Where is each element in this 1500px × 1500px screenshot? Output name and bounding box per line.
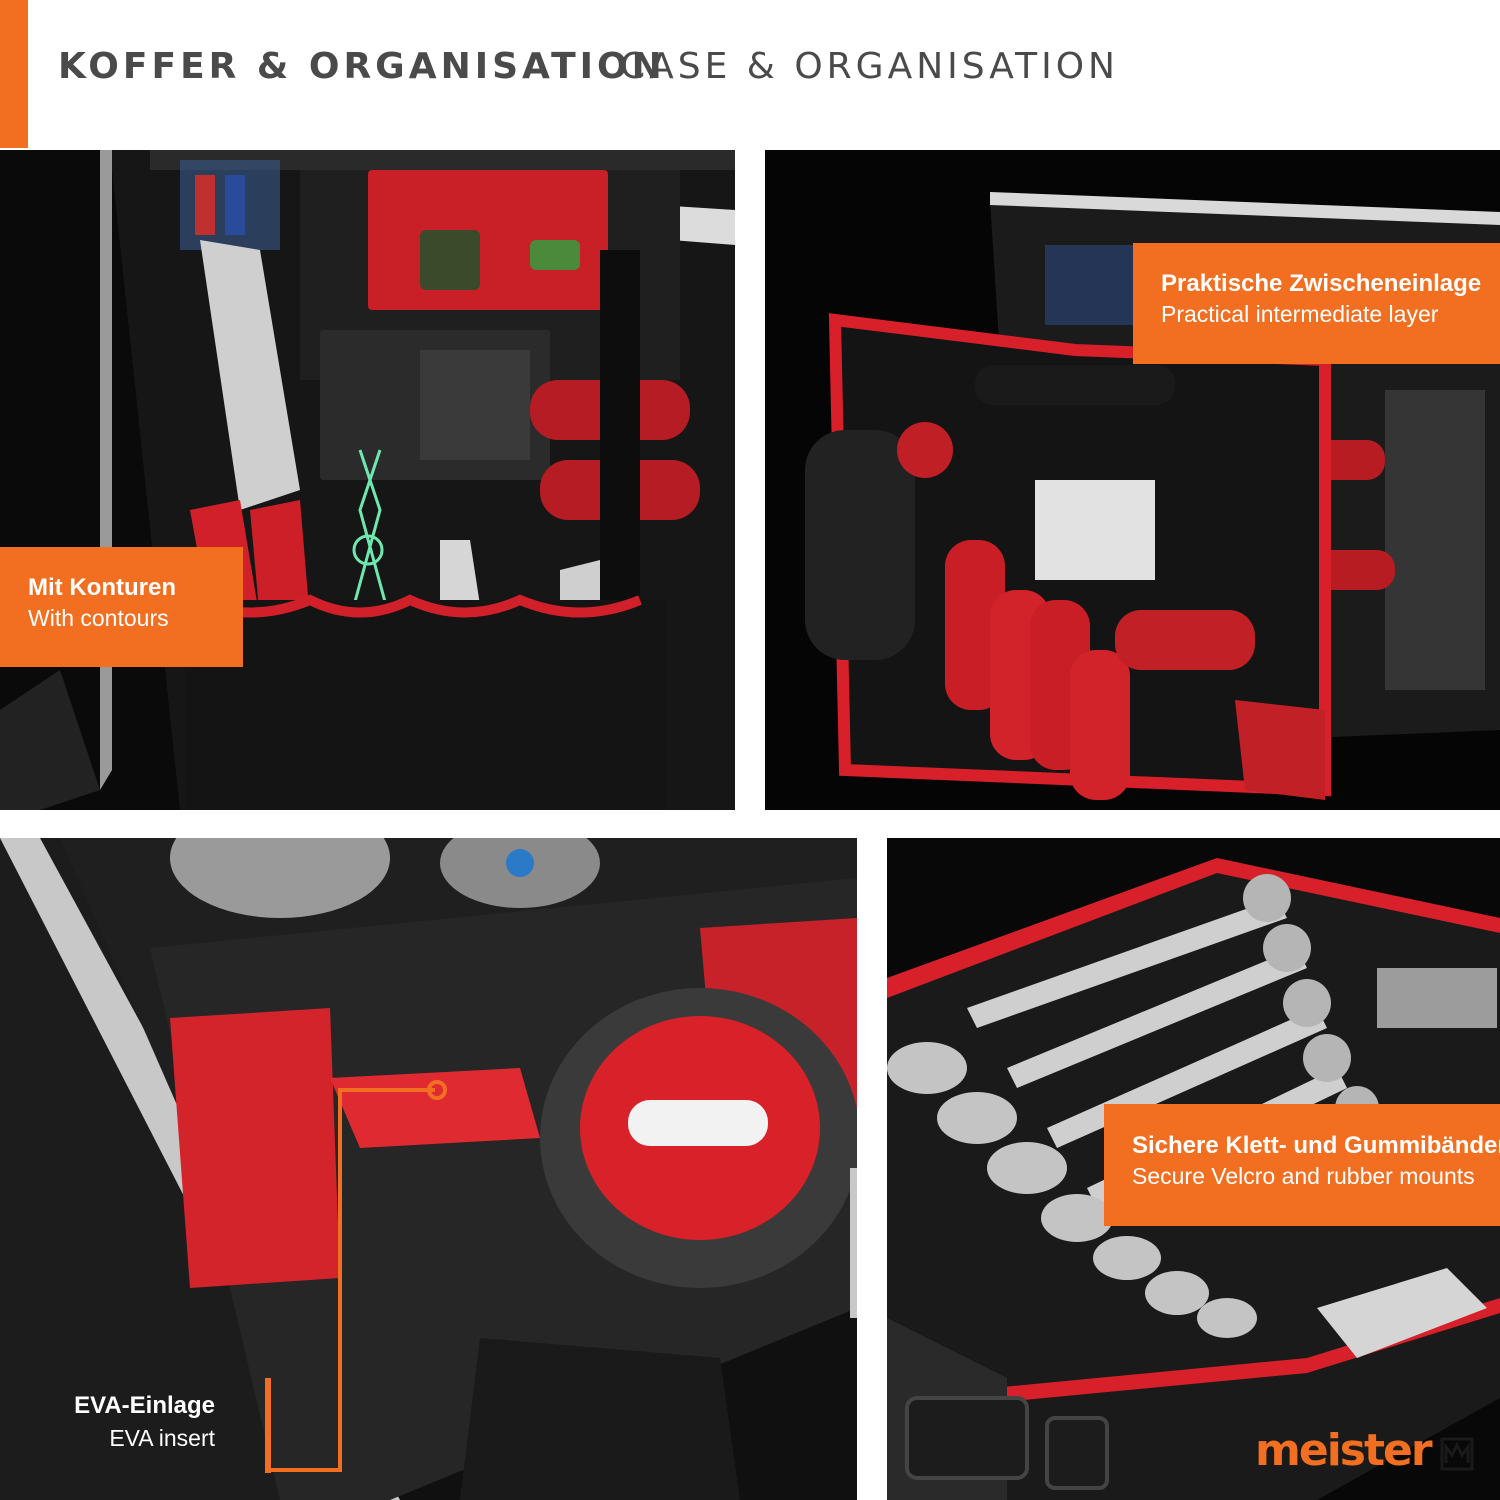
photo-eva-insert-illustration [0, 838, 857, 1500]
label-eva-en: EVA insert [109, 1425, 215, 1451]
title-german: KOFFER & ORGANISATION [58, 46, 666, 87]
label-velcro-en: Secure Velcro and rubber mounts [1132, 1163, 1475, 1189]
label-velcro-rubber: Sichere Klett- und Gummibänder Secure Ve… [1104, 1104, 1500, 1226]
label-velcro-de: Sichere Klett- und Gummibänder [1132, 1132, 1500, 1159]
label-intermediate-layer: Praktische Zwischeneinlage Practical int… [1133, 243, 1500, 364]
label-intermediate-de: Praktische Zwischeneinlage [1161, 270, 1482, 297]
label-contours-de: Mit Konturen [28, 574, 176, 601]
brand-logo-text: meister [1255, 1425, 1433, 1476]
photo-eva-insert: EVA-Einlage EVA insert [0, 838, 857, 1500]
accent-bar [0, 0, 28, 148]
photo-case-lid-contours: Mit Konturen With contours [0, 150, 735, 810]
crown-logo-icon [1440, 1437, 1474, 1471]
label-contours-en: With contours [28, 605, 169, 631]
title-english: CASE & ORGANISATION [620, 46, 1119, 87]
photo-velcro-rubber-mounts: Sichere Klett- und Gummibänder Secure Ve… [887, 838, 1500, 1500]
label-eva-de: EVA-Einlage [74, 1392, 215, 1419]
label-contours: Mit Konturen With contours [0, 547, 243, 667]
photo-intermediate-layer: Praktische Zwischeneinlage Practical int… [765, 150, 1500, 810]
photo-case-lid-illustration [0, 150, 735, 810]
label-eva-insert: EVA-Einlage EVA insert [40, 1390, 215, 1454]
eva-pointer-line [265, 1080, 447, 1473]
header: KOFFER & ORGANISATION CASE & ORGANISATIO… [0, 0, 1500, 148]
label-intermediate-en: Practical intermediate layer [1161, 301, 1439, 327]
